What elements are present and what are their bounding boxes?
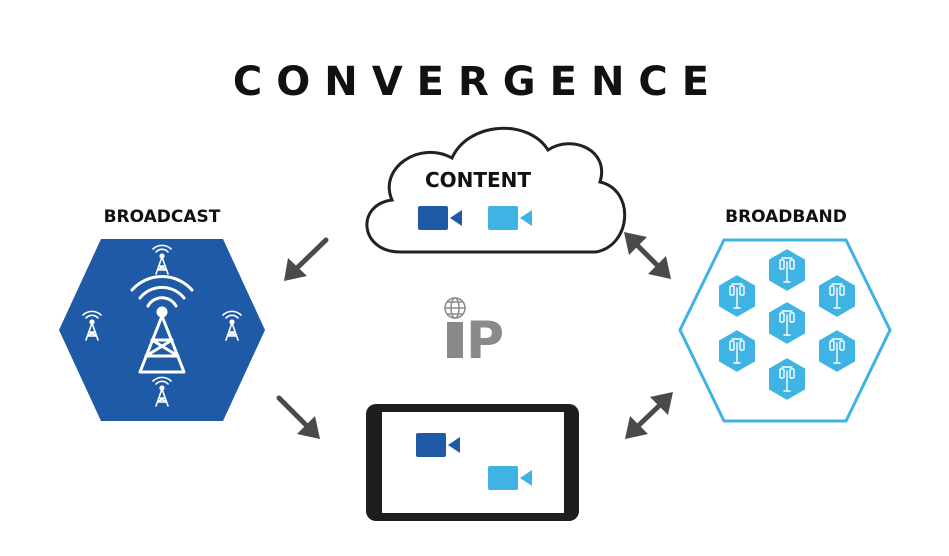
broadcast-node: BROADCAST [59, 207, 265, 421]
arrow-device-broadband [625, 392, 673, 439]
flow-arrows [276, 232, 673, 439]
diagram-title: CONVERGENCE [233, 59, 723, 105]
globe-icon [444, 297, 466, 319]
broadband-node: BROADBAND [678, 207, 892, 423]
content-label: CONTENT [425, 168, 531, 192]
broadcast-hexagon [59, 239, 265, 421]
arrow-content-to-broadcast [284, 237, 329, 281]
content-cloud: CONTENT [365, 126, 627, 254]
arrow-content-broadband [624, 232, 671, 279]
arrow-broadcast-to-device [276, 395, 320, 439]
radio-tower-icon [130, 275, 194, 374]
ip-label: P [466, 311, 504, 371]
ip-logo: P [444, 297, 504, 371]
broadcast-label: BROADCAST [104, 207, 221, 227]
device-screen [366, 404, 579, 521]
broadband-label: BROADBAND [725, 207, 847, 227]
